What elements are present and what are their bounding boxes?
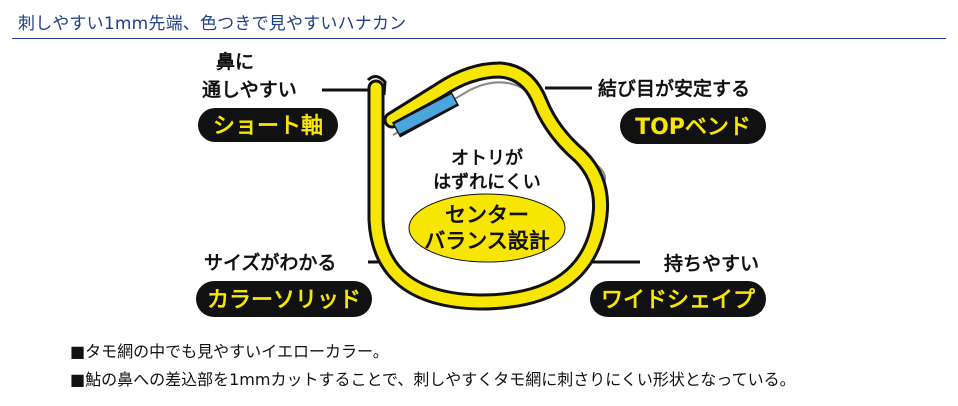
notes-list: ■タモ網の中でも見やすいイエローカラー。 ■鮎の鼻への差込部を1mmカットするこ… — [70, 338, 796, 394]
callout-right-top: 結び目が安定する — [598, 77, 750, 100]
pill-color-solid: カラーソリッド — [196, 281, 372, 317]
title-divider — [12, 38, 946, 39]
hanakan-diagram: 鼻に 通しやすい ショート軸 サイズがわかる カラーソリッド 結び目が安定する … — [196, 50, 766, 317]
callout-left-top-line2: 通しやすい — [202, 79, 297, 101]
center-badge-line2: バランス設計 — [424, 229, 550, 253]
callout-left-top-line1: 鼻に — [216, 50, 254, 73]
pill-wide-shape: ワイドシェイプ — [590, 281, 766, 317]
pill-top-bend-label: TOPベンド — [635, 115, 751, 140]
page-title: 刺しやすい1mm先端、色つきで見やすいハナカン — [18, 14, 407, 34]
pill-wide-shape-label: ワイドシェイプ — [601, 288, 756, 313]
hanakan-ring — [366, 61, 610, 311]
center-badge-line1: センター — [445, 203, 529, 227]
pill-short-shaft: ショート軸 — [198, 108, 338, 142]
pill-top-bend: TOPベンド — [620, 108, 766, 144]
pill-short-shaft-label: ショート軸 — [213, 113, 323, 139]
center-line1: オトリが — [451, 147, 523, 169]
center-balance-badge: センター バランス設計 — [408, 193, 566, 263]
center-line2: はずれにくい — [433, 172, 541, 193]
note-item: ■鮎の鼻への差込部を1mmカットすることで、刺しやすくタモ網に刺さりにくい形状と… — [70, 370, 796, 389]
note-item: ■タモ網の中でも見やすいイエローカラー。 — [70, 342, 389, 361]
callout-left-bottom: サイズがわかる — [204, 251, 336, 274]
callout-right-bottom: 持ちやすい — [664, 252, 759, 275]
pill-color-solid-label: カラーソリッド — [207, 288, 361, 313]
